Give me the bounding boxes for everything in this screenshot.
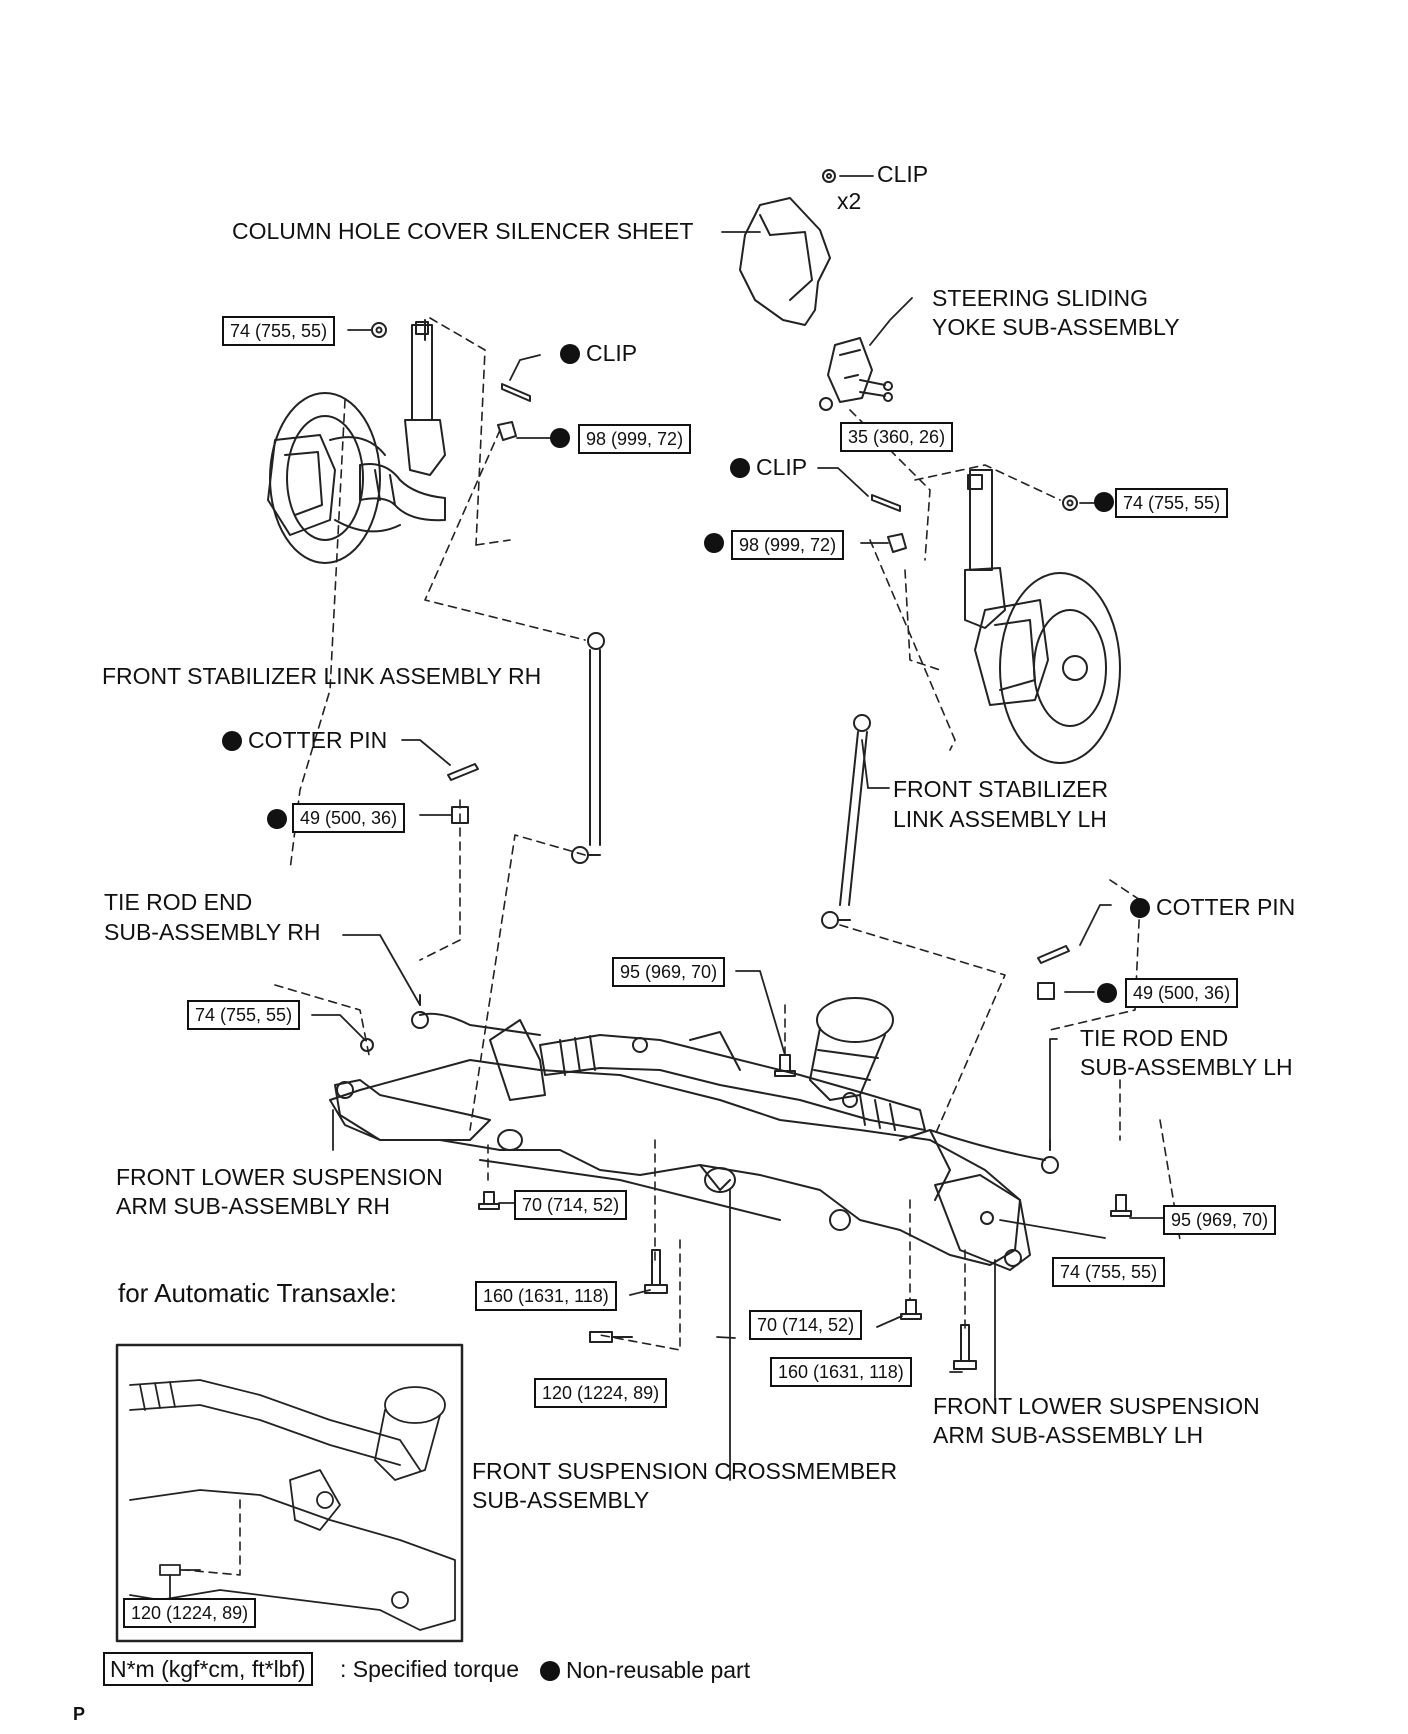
- lower-arm-rh-label-1: FRONT LOWER SUSPENSION: [116, 1164, 443, 1190]
- crossmember-label-2: SUB-ASSEMBLY: [472, 1487, 650, 1513]
- nut-74-lh-arm: [980, 1211, 994, 1225]
- tie-rod-end-rh-label-2: SUB-ASSEMBLY RH: [104, 919, 321, 945]
- lower-arm-rh: [334, 1079, 491, 1141]
- torque-74-rh-arm: 74 (755, 55): [187, 1000, 301, 1030]
- non-reusable-dot: [704, 533, 724, 553]
- stabilizer-link-lh-label-2: LINK ASSEMBLY LH: [893, 806, 1107, 832]
- torque-49-lh: 49 (500, 36): [1125, 978, 1239, 1008]
- stabilizer-link-rh-label: FRONT STABILIZER LINK ASSEMBLY RH: [102, 663, 542, 689]
- torque-160-lh: 160 (1631, 118): [770, 1357, 912, 1387]
- torque-120-main: 120 (1224, 89): [534, 1378, 668, 1408]
- rh-98-nut: [497, 421, 517, 441]
- lower-arm-lh-label-1: FRONT LOWER SUSPENSION: [933, 1393, 1260, 1419]
- torque-74-lh-arm: 74 (755, 55): [1052, 1257, 1166, 1287]
- steering-rack: [539, 1031, 926, 1131]
- column-hole-cover-silencer-sheet: [739, 197, 831, 326]
- non-reusable-dot: [1130, 898, 1150, 918]
- torque-74-rh-strut: 74 (755, 55): [222, 316, 336, 346]
- non-reusable-dot: [560, 344, 580, 364]
- non-reusable-dot: [540, 1661, 560, 1681]
- stabilizer-link-rh: [571, 632, 605, 864]
- non-reusable-dot: [550, 428, 570, 448]
- tie-rod-end-rh-label-1: TIE ROD END: [104, 889, 253, 915]
- non-reusable-dot: [1097, 983, 1117, 1003]
- lh-strut-assembly: [964, 469, 1121, 764]
- torque-98-lh: 98 (999, 72): [731, 530, 845, 560]
- torque-95-center: 95 (969, 70): [612, 957, 726, 987]
- bolt-120-main: [589, 1331, 633, 1343]
- yoke-label-1: STEERING SLIDING: [932, 285, 1148, 311]
- stabilizer-link-lh-label-1: FRONT STABILIZER: [893, 776, 1109, 802]
- torque-unit-legend: N*m (kgf*cm, ft*lbf): [103, 1652, 313, 1686]
- corner-mark: P: [73, 1704, 86, 1724]
- clip-top-part: [822, 169, 836, 183]
- solid-leaders: [311, 175, 1166, 1481]
- rh-strut-nut: [371, 322, 387, 338]
- clip-top-label: CLIP: [877, 161, 929, 187]
- yoke-label-2: YOKE SUB-ASSEMBLY: [932, 314, 1180, 340]
- clip-lh-label: CLIP: [730, 453, 807, 482]
- lower-arm-lh: [934, 1174, 1031, 1271]
- torque-160-rh: 160 (1631, 118): [475, 1281, 617, 1311]
- lower-arm-lh-label-2: ARM SUB-ASSEMBLY LH: [933, 1422, 1204, 1448]
- non-reusable-dot: [222, 731, 242, 751]
- nut-49-lh: [1037, 982, 1055, 1000]
- torque-74-lh-strut: 74 (755, 55): [1115, 488, 1229, 518]
- bolt-70-lh: [900, 1299, 922, 1320]
- silencer-sheet-label: COLUMN HOLE COVER SILENCER SHEET: [232, 218, 694, 244]
- non-reusable-dot: [730, 458, 750, 478]
- torque-120-inset: 120 (1224, 89): [123, 1598, 257, 1628]
- lh-clip-part: [871, 494, 901, 512]
- torque-70-lh: 70 (714, 52): [749, 1310, 863, 1340]
- automatic-transaxle-title: for Automatic Transaxle:: [118, 1278, 397, 1308]
- inset-frame: [115, 1343, 464, 1643]
- crossmember-label-1: FRONT SUSPENSION CROSSMEMBER: [472, 1458, 898, 1484]
- clip-rh-label: CLIP: [560, 339, 637, 368]
- cotter-pin-rh-label: COTTER PIN: [222, 726, 387, 755]
- tie-rod-end-rh: [411, 994, 541, 1036]
- rh-clip-part: [501, 383, 531, 402]
- cotter-pin-rh-part: [447, 763, 479, 781]
- bolt-95-lh: [1110, 1194, 1132, 1217]
- lower-arm-rh-label-2: ARM SUB-ASSEMBLY RH: [116, 1193, 390, 1219]
- torque-98-rh: 98 (999, 72): [578, 424, 692, 454]
- lh-strut-nut: [1062, 495, 1078, 511]
- tie-rod-end-lh-label-1: TIE ROD END: [1080, 1025, 1229, 1051]
- torque-70-rh: 70 (714, 52): [514, 1190, 628, 1220]
- tie-rod-end-lh-label-2: SUB-ASSEMBLY LH: [1080, 1054, 1293, 1080]
- torque-49-rh: 49 (500, 36): [292, 803, 406, 833]
- bolt-160-lh: [953, 1324, 977, 1370]
- steering-sliding-yoke: [819, 337, 893, 411]
- lh-98-nut: [887, 533, 907, 553]
- crossmember: [329, 1019, 1021, 1266]
- cotter-pin-lh-part: [1037, 945, 1070, 964]
- inset-illustration: [129, 1379, 456, 1631]
- clip-qty-label: x2: [837, 188, 862, 214]
- bolt-160-rh: [644, 1249, 668, 1294]
- torque-35-yoke: 35 (360, 26): [840, 422, 954, 452]
- bolt-70-rh: [478, 1191, 500, 1210]
- steering-gear-boot: [809, 997, 894, 1101]
- non-reusable-dot: [1094, 492, 1114, 512]
- cotter-pin-lh-label: COTTER PIN: [1130, 893, 1295, 922]
- non-reusable-dot: [267, 809, 287, 829]
- specified-torque-legend: : Specified torque: [340, 1656, 520, 1682]
- torque-95-lh: 95 (969, 70): [1163, 1205, 1277, 1235]
- non-reusable-legend: Non-reusable part: [540, 1656, 750, 1685]
- rh-strut-assembly: [267, 319, 446, 564]
- nut-74-rh-arm: [360, 1038, 374, 1052]
- dashed-assembly-lines: [184, 317, 1181, 1576]
